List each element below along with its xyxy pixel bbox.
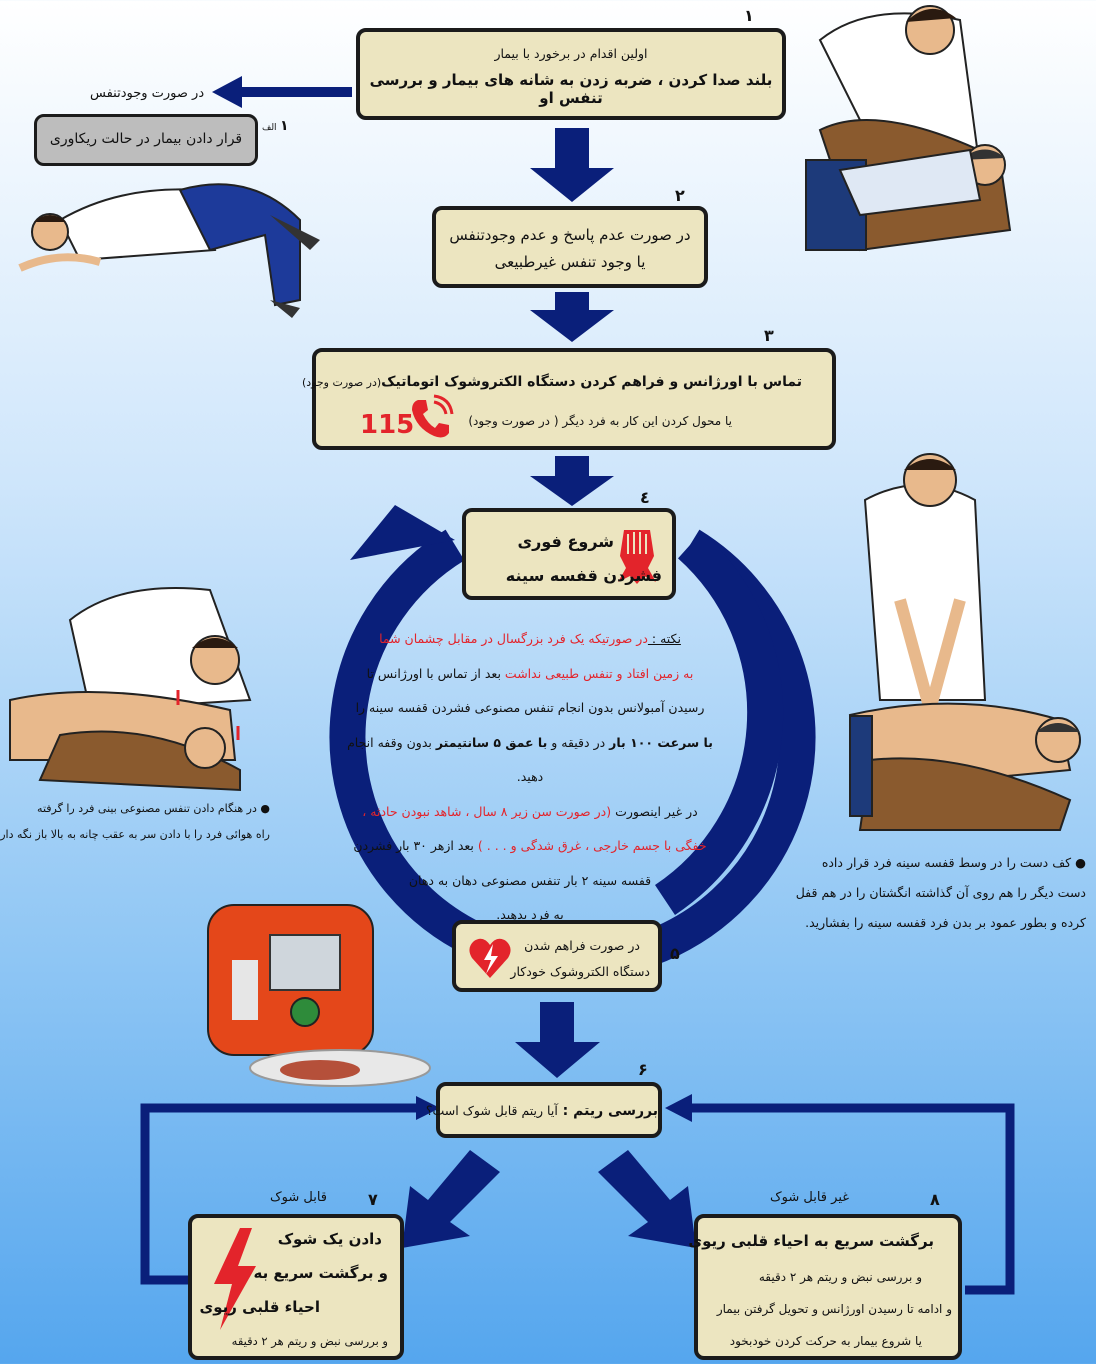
step3-line1: تماس با اورژانس و فراهم کردن دستگاه الکت…: [302, 374, 802, 390]
breathing-caption-line2: راه هوائی فرد را با دادن سر به عقب چانه …: [0, 828, 270, 841]
step3-condition: (در صورت وجود): [301, 376, 382, 389]
step-number: ۷: [368, 1190, 378, 1209]
step-number: ٤: [640, 488, 650, 507]
note-line4b: در دقیقه و: [547, 734, 610, 750]
step1-intro: اولین اقدام در برخورد با بیمار: [494, 46, 648, 61]
note-line2a: به زمین افتاد و تنفس طبیعی نداشت: [504, 665, 694, 681]
note-line4d: بدون وقفه انجام دهید.: [347, 734, 544, 785]
step7-line4: و بررسی نبض و ریتم هر ۲ دقیقه: [231, 1334, 388, 1348]
step2-line1: در صورت عدم پاسخ و عدم وجودتنفس: [449, 226, 691, 244]
step-number: ۳: [764, 326, 774, 345]
hand-icon: [618, 530, 656, 584]
compression-caption: ● کف دست را در وسط قفسه سینه فرد قرار دا…: [766, 848, 1086, 938]
note-line6b: بعد ازهر ۳۰ بار فشردن: [353, 838, 478, 853]
recovery-position-text: قرار دادن بیمار در حالت ریکاوری: [49, 131, 243, 147]
step3-call-text: تماس با اورژانس و فراهم کردن دستگاه الکت…: [381, 374, 802, 390]
note-line5b: (در صورت سن زیر ۸ سال ، شاهد نبودن حادثه…: [362, 803, 612, 819]
note-line3: رسیدن آمبولانس بدون انجام تنفس مصنوعی فش…: [355, 700, 705, 715]
arrow-to-nonshockable: [598, 1150, 696, 1248]
step5-line2: دستگاه الکتروشوک خودکار: [510, 964, 650, 979]
step6-box: بررسی ریتم : آیا ریتم قابل شوک است؟: [426, 1082, 662, 1138]
arrow-down-3: [530, 456, 614, 506]
step5-line1: در صورت فراهم شدن: [524, 938, 640, 953]
step1-action: بلند صدا کردن ، ضربه زدن به شانه های بیم…: [369, 71, 773, 107]
step-number: ۸: [930, 1190, 940, 1209]
step3-box: تماس با اورژانس و فراهم کردن دستگاه الکت…: [302, 348, 836, 450]
breathing-caption: ● در هنگام دادن تنفس مصنوعی بینی فرد را …: [0, 796, 270, 848]
step8-line3: و ادامه تا رسیدن اورژانس و تحویل گرفتن ب…: [716, 1302, 952, 1316]
lightning-icon: [214, 1228, 256, 1330]
phone-icon: [412, 394, 454, 438]
non-shockable-label: غیر قابل شوک: [770, 1190, 850, 1205]
note-line8: به فرد بدهید.: [496, 907, 564, 922]
step4-line2: فشردن قفسه سینه: [505, 566, 662, 585]
aed-heart-icon: [469, 938, 511, 978]
loop-left: [140, 1096, 440, 1285]
arrow-down-2: [530, 292, 614, 342]
arrow-down-5: [515, 1002, 600, 1078]
step2-box: در صورت عدم پاسخ و عدم وجودتنفس یا وجود …: [432, 206, 708, 288]
rhythm-check-question: آیا ریتم قابل شوک است؟: [425, 1103, 558, 1118]
step8-line2: و بررسی نبض و ریتم هر ۲ دقیقه: [758, 1270, 922, 1284]
step-number: ۱: [744, 6, 754, 25]
step-number: ۵: [670, 944, 680, 963]
step-suffix: الف: [262, 123, 277, 133]
note-line7: قفسه سینه ۲ بار تنفس مصنوعی دهان به دهان: [408, 872, 652, 888]
step-number: ۶: [638, 1060, 648, 1079]
note-rate: با سرعت ۱۰۰ بار: [609, 734, 713, 750]
loop-right: [665, 1094, 1015, 1295]
shockable-label: قابل شوک: [270, 1190, 328, 1205]
emergency-number: 115: [360, 410, 415, 440]
arrow-to-shockable: [402, 1150, 500, 1248]
chest-compression-illustration: [848, 453, 1081, 831]
step5-box: در صورت فراهم شدن دستگاه الکتروشوک خودکا…: [452, 920, 662, 992]
note-depth: با عمق ۵ سانتیمتر: [435, 734, 548, 750]
step7-line1: دادن یک شوک: [277, 1230, 382, 1248]
arrow-down-1: [530, 128, 614, 202]
step7-box: دادن یک شوک و برگشت سریع به احیاء قلبی ر…: [188, 1214, 404, 1360]
compression-caption-line3: کرده و بطور عمود بر بدن فرد قفسه سینه را…: [805, 915, 1086, 930]
rescuer-check-illustration: [805, 5, 1012, 252]
breathing-condition: در صورت وجودتنفس: [90, 86, 205, 101]
rescue-breath-illustration: [9, 587, 252, 792]
step-number: ۲: [675, 186, 685, 205]
step3-delegate: یا محول کردن این کار به فرد دیگر ( در صو…: [468, 414, 732, 428]
rhythm-check-label: بررسی ریتم :: [557, 1103, 658, 1119]
recovery-position-illustration: [18, 183, 320, 318]
note-line1: در صورتیکه یک فرد بزرگسال در مقابل چشمان…: [379, 631, 648, 646]
step7-line2: و برگشت سریع به: [253, 1264, 388, 1282]
note-line6a: خفگی با جسم خارجی ، غرق شدگی و . . . ): [477, 838, 707, 853]
step-number: ۱: [280, 118, 289, 134]
step8-line1: برگشت سریع به احیاء قلبی ریوی: [688, 1232, 934, 1250]
step4-line1: شروع فوری: [517, 532, 614, 551]
compression-caption-line2: دست دیگر را هم روی آن گذاشته انگشتان را …: [795, 885, 1086, 900]
step7-line3: احیاء قلبی ریوی: [199, 1298, 320, 1316]
note-label: نکته :: [647, 631, 681, 646]
arrow-to-recovery: [212, 76, 352, 108]
note-line2b: بعد از تماس با اورژانس تا: [366, 665, 505, 681]
step8-line4: یا شروع بیمار به حرکت کردن خودبخود: [729, 1334, 922, 1348]
compression-caption-line1: ● کف دست را در وسط قفسه سینه فرد قرار دا…: [821, 855, 1086, 870]
note-line5a: در غیر اینصورت: [611, 803, 698, 819]
breathing-caption-line1: ● در هنگام دادن تنفس مصنوعی بینی فرد را …: [37, 802, 270, 815]
step1a-box: قرار دادن بیمار در حالت ریکاوری: [34, 114, 258, 166]
aed-device-illustration: [207, 904, 431, 1087]
step8-box: برگشت سریع به احیاء قلبی ریوی و بررسی نب…: [688, 1214, 962, 1360]
step1-box: اولین اقدام در برخورد با بیمار بلند صدا …: [356, 28, 786, 120]
step2-line2: یا وجود تنفس غیرطبیعی: [494, 253, 646, 271]
cycle-note: نکته : در صورتیکه یک فرد بزرگسال در مقاب…: [345, 622, 715, 933]
step4-box: شروع فوری فشردن قفسه سینه: [462, 508, 676, 600]
